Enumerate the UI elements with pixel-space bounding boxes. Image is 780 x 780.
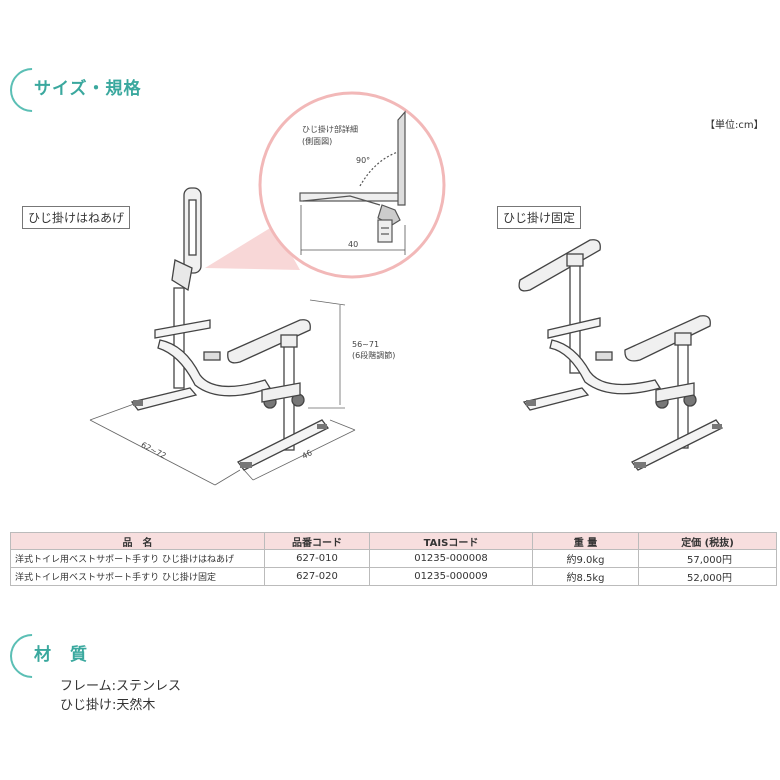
detail-circle	[258, 91, 446, 279]
cell-item-code: 627-020	[264, 567, 370, 586]
detail-title: ひじ掛け部詳細	[302, 125, 358, 134]
cell-weight: 約9.0kg	[532, 549, 639, 568]
table-row: 洋式トイレ用ベストサポート手すり ひじ掛け固定 627-020 01235-00…	[10, 567, 777, 586]
detail-angle: 90°	[356, 156, 371, 165]
spec-table: 品 名 品番コード TAISコード 重 量 定価 (税抜) 洋式トイレ用ベストサ…	[10, 532, 777, 586]
header-tais-code: TAISコード	[369, 532, 533, 550]
header-item-code: 品番コード	[264, 532, 370, 550]
section-title-material: 材 質	[34, 645, 88, 665]
cell-tais-code: 01235-000008	[369, 549, 533, 568]
material-frame: フレーム:ステンレス	[60, 679, 181, 694]
detail-subtitle: (側面図)	[302, 137, 333, 146]
table-row: 洋式トイレ用ベストサポート手すり ひじ掛けはねあげ 627-010 01235-…	[10, 549, 777, 568]
table-header-row: 品 名 品番コード TAISコード 重 量 定価 (税抜)	[10, 532, 777, 550]
cell-price: 57,000円	[638, 549, 777, 568]
header-weight: 重 量	[532, 532, 639, 550]
cell-item-code: 627-010	[264, 549, 370, 568]
label-right-product: ひじ掛け固定	[497, 206, 582, 229]
label-left-product: ひじ掛けはねあげ	[22, 206, 131, 229]
product-drawings	[89, 91, 723, 486]
dimension-height-note: (6段階調節)	[352, 351, 396, 360]
header-product-name: 品 名	[10, 532, 265, 550]
unit-note: 【単位:cm】	[705, 120, 764, 131]
cell-tais-code: 01235-000009	[369, 567, 533, 586]
section-heading-material: 材 質	[0, 624, 88, 688]
material-armrest: ひじ掛け:天然木	[60, 698, 156, 713]
section-title-size: サイズ・規格	[34, 79, 142, 99]
right-chair-drawing	[518, 239, 723, 471]
cell-product-name: 洋式トイレ用ベストサポート手すり ひじ掛けはねあげ	[10, 549, 265, 568]
cell-product-name: 洋式トイレ用ベストサポート手すり ひじ掛け固定	[10, 567, 265, 586]
materials-list: フレーム:ステンレス ひじ掛け:天然木	[60, 677, 181, 715]
dimension-height: 56~71	[352, 340, 380, 349]
section-heading-size: サイズ・規格	[0, 58, 142, 122]
header-price: 定価 (税抜)	[638, 532, 777, 550]
cell-weight: 約8.5kg	[532, 567, 639, 586]
armrest-detail-drawing	[299, 110, 406, 255]
left-chair-dimension-lines	[89, 299, 356, 486]
left-chair-drawing	[130, 187, 329, 471]
cell-price: 52,000円	[638, 567, 777, 586]
detail-depth: 40	[348, 240, 359, 249]
